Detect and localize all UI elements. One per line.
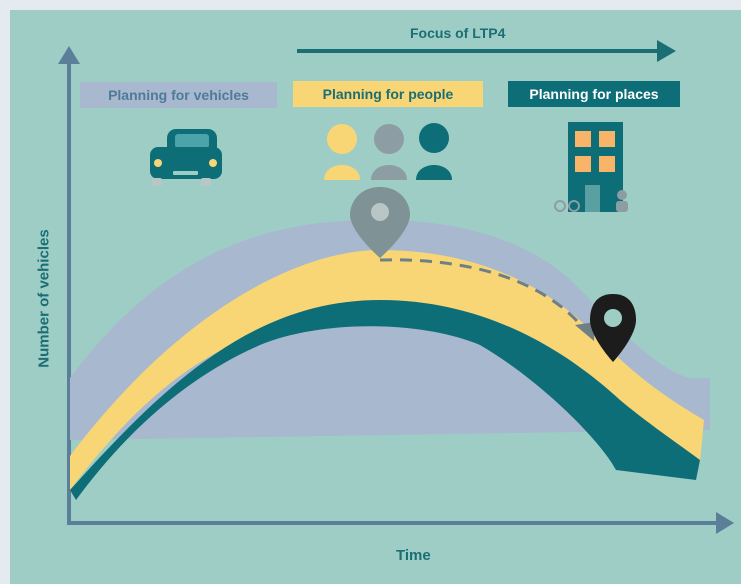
dashed-arrowhead (575, 322, 595, 341)
planning-for-people-label: Planning for people (293, 81, 483, 107)
y-axis-label: Number of vehicles (35, 229, 53, 368)
axes (58, 46, 734, 534)
x-axis-arrowhead (716, 512, 734, 534)
focus-label: Focus of LTP4 (410, 25, 506, 41)
y-axis-arrowhead (58, 46, 80, 64)
people-icon (324, 123, 452, 180)
band-places (70, 300, 700, 500)
building-icon (554, 122, 628, 212)
location-pin-icon (350, 187, 410, 258)
location-pin-icon (590, 294, 636, 362)
dashed-trajectory (379, 258, 587, 331)
focus-arrow (297, 40, 676, 62)
car-icon (150, 129, 222, 186)
planning-for-vehicles-label: Planning for vehicles (80, 82, 277, 108)
planning-for-places-label: Planning for places (508, 81, 680, 107)
band-people (70, 250, 704, 490)
x-axis-label: Time (396, 547, 431, 564)
